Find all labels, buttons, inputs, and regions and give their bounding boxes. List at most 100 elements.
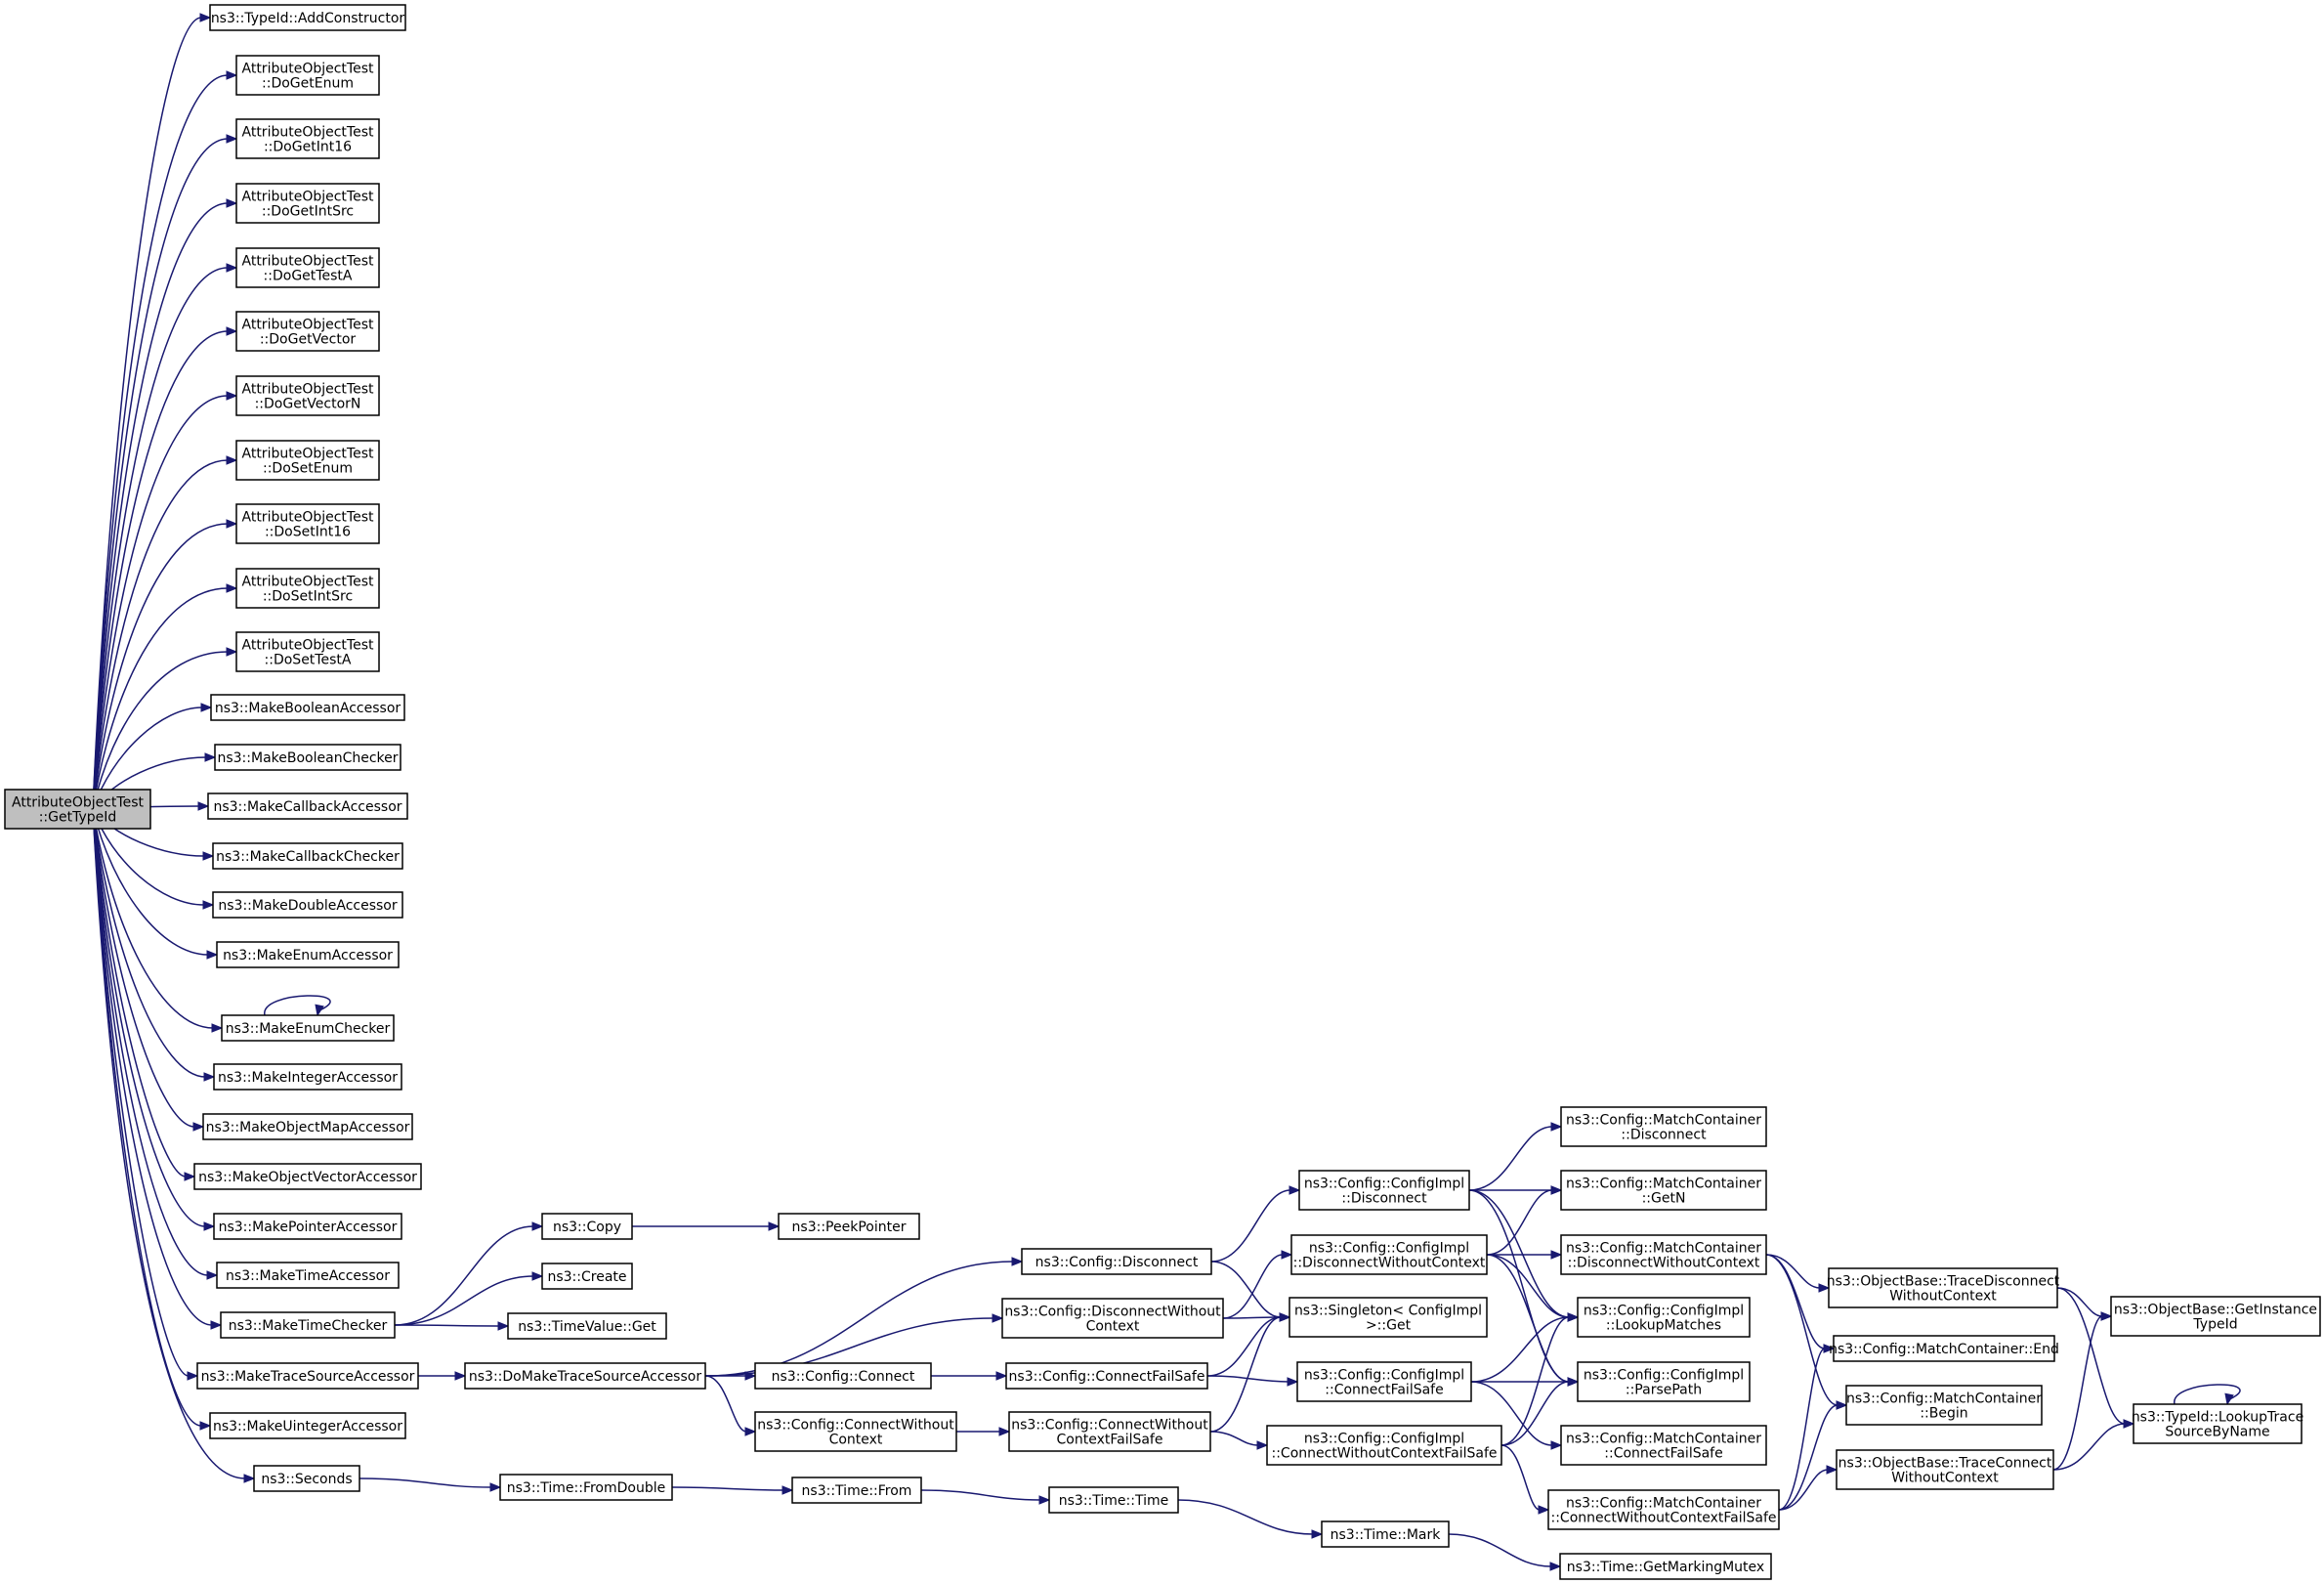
arrowhead-root-to-make-enum-checker <box>211 1023 224 1033</box>
node-make-enum-accessor[interactable]: ns3::MakeEnumAccessor <box>216 941 400 968</box>
node-config-connect-fail-safe[interactable]: ns3::Config::ConnectFailSafe <box>1005 1362 1208 1390</box>
node-singleton-get[interactable]: ns3::Singleton< ConfigImpl >::Get <box>1289 1297 1488 1338</box>
node-make-trace-source-accessor[interactable]: ns3::MakeTraceSourceAccessor <box>196 1362 419 1390</box>
node-peek-pointer[interactable]: ns3::PeekPointer <box>778 1213 920 1240</box>
node-make-object-map-accessor[interactable]: ns3::MakeObjectMapAccessor <box>202 1113 413 1140</box>
edge-line <box>92 808 195 1128</box>
node-label: ::DisconnectWithoutContext <box>1293 1256 1486 1271</box>
node-do-set-int16[interactable]: AttributeObjectTest::DoSetInt16 <box>235 503 380 544</box>
node-impl-disconnect[interactable]: ns3::Config::ConfigImpl::Disconnect <box>1298 1170 1470 1211</box>
edge-line <box>1206 1316 1282 1377</box>
node-time-from-double[interactable]: ns3::Time::FromDouble <box>499 1474 673 1501</box>
node-time-from[interactable]: ns3::Time::From <box>791 1477 922 1504</box>
node-time-time[interactable]: ns3::Time::Time <box>1048 1486 1179 1514</box>
edge-line <box>1470 1316 1570 1383</box>
edge-line <box>92 267 229 810</box>
node-make-uinteger-accessor[interactable]: ns3::MakeUintegerAccessor <box>209 1412 406 1439</box>
arrowhead-root-to-make-double-accessor <box>202 900 215 910</box>
node-box <box>1290 1234 1488 1275</box>
node-seconds[interactable]: ns3::Seconds <box>253 1465 360 1492</box>
node-label: ns3::Config::ConfigImpl <box>1584 1304 1744 1319</box>
node-root[interactable]: AttributeObjectTest::GetTypeId <box>4 789 151 830</box>
node-label: ns3::Config::ConfigImpl <box>1584 1368 1744 1384</box>
node-do-get-int16[interactable]: AttributeObjectTest::DoGetInt16 <box>235 118 380 159</box>
node-impl-connect-fail-safe[interactable]: ns3::Config::ConfigImpl::ConnectFailSafe <box>1296 1361 1472 1402</box>
node-box <box>1001 1298 1224 1339</box>
node-do-get-vector[interactable]: AttributeObjectTest::DoGetVector <box>235 311 380 352</box>
node-config-connect-without-context-fail-safe[interactable]: ns3::Config::ConnectWithoutContextFailSa… <box>1008 1411 1211 1452</box>
edge-copy-to-peek-pointer <box>631 1221 781 1231</box>
node-label: ns3::Config::MatchContainer <box>1566 1496 1761 1512</box>
node-config-connect[interactable]: ns3::Config::Connect <box>754 1362 932 1390</box>
node-do-get-vector-n[interactable]: AttributeObjectTest::DoGetVectorN <box>235 375 380 416</box>
node-make-pointer-accessor[interactable]: ns3::MakePointerAccessor <box>213 1213 402 1240</box>
node-mc-begin[interactable]: ns3::Config::MatchContainer::Begin <box>1845 1385 2043 1426</box>
node-label: ns3::MakeTraceSourceAccessor <box>201 1369 415 1385</box>
node-do-set-enum[interactable]: AttributeObjectTest::DoSetEnum <box>235 440 380 481</box>
node-trace-disconnect-without-context[interactable]: ns3::ObjectBase::TraceDisconnectWithoutC… <box>1827 1267 2060 1308</box>
edge-config-disconnect-to-impl-disconnect <box>1210 1185 1301 1263</box>
edge-root-to-make-object-map-accessor <box>92 808 205 1132</box>
node-do-get-enum[interactable]: AttributeObjectTest::DoGetEnum <box>235 55 380 96</box>
node-impl-disconnect-without-context[interactable]: ns3::Config::ConfigImpl::DisconnectWitho… <box>1290 1234 1488 1275</box>
node-box <box>1560 1170 1767 1211</box>
node-box <box>207 792 408 820</box>
node-create[interactable]: ns3::Create <box>541 1263 633 1290</box>
edge-root-to-do-set-enum <box>92 455 238 810</box>
node-label: ns3::Time::FromDouble <box>507 1480 666 1496</box>
node-make-time-accessor[interactable]: ns3::MakeTimeAccessor <box>216 1262 400 1289</box>
node-do-get-test-a[interactable]: AttributeObjectTest::DoGetTestA <box>235 247 380 288</box>
node-label: AttributeObjectTest <box>242 447 374 462</box>
edge-line <box>1778 1404 1838 1511</box>
node-make-boolean-checker[interactable]: ns3::MakeBooleanChecker <box>214 744 401 771</box>
node-mc-get-n[interactable]: ns3::Config::MatchContainer::GetN <box>1560 1170 1767 1211</box>
node-impl-parse-path[interactable]: ns3::Config::ConfigImpl::ParsePath <box>1577 1361 1751 1402</box>
node-do-get-int-src[interactable]: AttributeObjectTest::DoGetIntSrc <box>235 183 380 224</box>
node-make-enum-checker[interactable]: ns3::MakeEnumChecker <box>221 1014 395 1042</box>
node-make-boolean-accessor[interactable]: ns3::MakeBooleanAccessor <box>210 694 405 721</box>
node-mc-connect-without-context-fail-safe[interactable]: ns3::Config::MatchContainer::ConnectWith… <box>1547 1489 1780 1530</box>
node-impl-lookup-matches[interactable]: ns3::Config::ConfigImpl::LookupMatches <box>1577 1297 1751 1338</box>
edge-do-make-trace-source-accessor-to-config-connect <box>704 1371 757 1381</box>
node-time-value-get[interactable]: ns3::TimeValue::Get <box>507 1312 667 1340</box>
node-config-disconnect[interactable]: ns3::Config::Disconnect <box>1021 1248 1212 1275</box>
edge-lookup-trace-source-by-name-to-lookup-trace-source-by-name <box>2174 1384 2241 1406</box>
node-label: ::ConnectWithoutContextFailSafe <box>1271 1446 1497 1462</box>
node-copy[interactable]: ns3::Copy <box>541 1213 633 1240</box>
node-do-make-trace-source-accessor[interactable]: ns3::DoMakeTraceSourceAccessor <box>464 1362 706 1390</box>
arrowhead-make-time-checker-to-copy <box>531 1221 544 1231</box>
node-box <box>212 842 403 870</box>
node-do-set-test-a[interactable]: AttributeObjectTest::DoSetTestA <box>235 631 380 672</box>
node-make-time-checker[interactable]: ns3::MakeTimeChecker <box>220 1311 396 1339</box>
edge-line <box>2052 1315 2103 1471</box>
edge-root-to-do-get-vector-n <box>92 391 238 810</box>
node-make-callback-accessor[interactable]: ns3::MakeCallbackAccessor <box>207 792 408 820</box>
node-make-object-vector-accessor[interactable]: ns3::MakeObjectVectorAccessor <box>193 1163 422 1190</box>
node-impl-connect-without-context-fail-safe[interactable]: ns3::Config::ConfigImpl::ConnectWithoutC… <box>1266 1425 1502 1466</box>
edge-line <box>1222 1254 1284 1319</box>
arrowhead-root-to-make-callback-checker <box>202 851 215 861</box>
node-add-constructor[interactable]: ns3::TypeId::AddConstructor <box>209 4 406 31</box>
node-mc-end[interactable]: ns3::Config::MatchContainer::End <box>1829 1335 2059 1362</box>
node-config-connect-without-context[interactable]: ns3::Config::ConnectWithoutContext <box>754 1411 957 1452</box>
node-box <box>235 247 380 288</box>
node-make-double-accessor[interactable]: ns3::MakeDoubleAccessor <box>212 891 403 919</box>
node-make-callback-checker[interactable]: ns3::MakeCallbackChecker <box>212 842 403 870</box>
node-config-disconnect-without-context[interactable]: ns3::Config::DisconnectWithoutContext <box>1001 1298 1224 1339</box>
node-label: ns3::MakeBooleanChecker <box>217 750 398 766</box>
edge-line <box>1470 1381 1553 1446</box>
node-make-integer-accessor[interactable]: ns3::MakeIntegerAccessor <box>213 1063 402 1091</box>
node-mc-connect-fail-safe[interactable]: ns3::Config::MatchContainer::ConnectFail… <box>1560 1425 1767 1466</box>
node-do-set-int-src[interactable]: AttributeObjectTest::DoSetIntSrc <box>235 568 380 609</box>
node-time-mark[interactable]: ns3::Time::Mark <box>1321 1520 1450 1548</box>
node-mc-disconnect-without-context[interactable]: ns3::Config::MatchContainer::DisconnectW… <box>1560 1234 1767 1275</box>
node-label: ns3::ObjectBase::TraceDisconnect <box>1827 1274 2060 1290</box>
node-trace-connect-without-context[interactable]: ns3::ObjectBase::TraceConnectWithoutCont… <box>1836 1449 2054 1490</box>
arrowhead-root-to-make-boolean-checker <box>204 752 217 762</box>
node-get-marking-mutex[interactable]: ns3::Time::GetMarkingMutex <box>1559 1553 1772 1580</box>
node-mc-disconnect[interactable]: ns3::Config::MatchContainer::Disconnect <box>1560 1106 1767 1147</box>
node-label: ::Begin <box>1920 1406 1967 1422</box>
node-label: ns3::Time::From <box>802 1483 912 1499</box>
